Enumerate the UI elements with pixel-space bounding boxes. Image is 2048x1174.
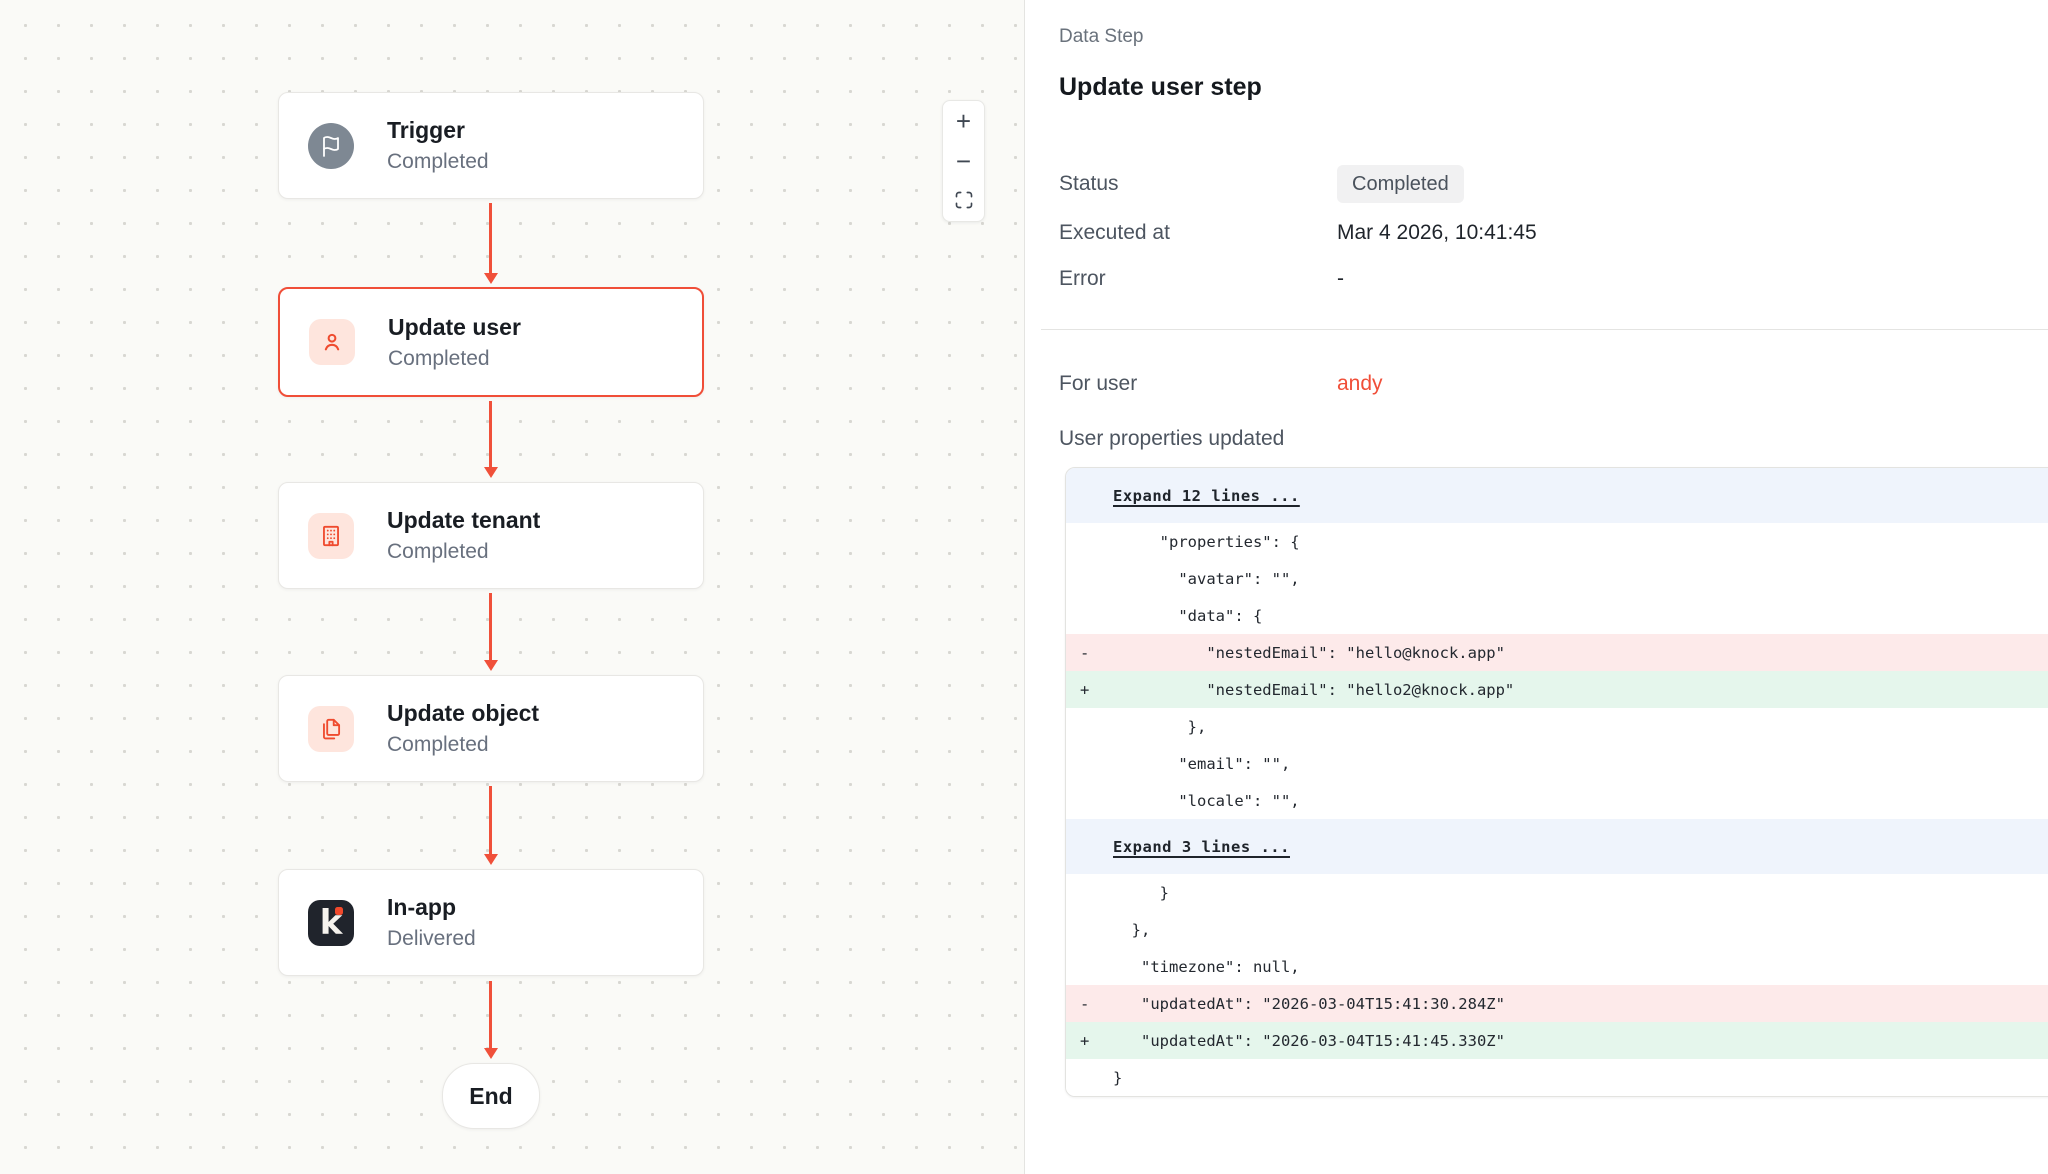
section-divider bbox=[1041, 329, 2048, 330]
diff-expand-link[interactable]: Expand 12 lines ... bbox=[1113, 486, 1300, 505]
step-fields: Status Completed Executed at Mar 4 2026,… bbox=[1059, 165, 2048, 293]
diff-row-ctx: } bbox=[1066, 1059, 2048, 1096]
status-row: Status Completed bbox=[1059, 165, 2048, 203]
error-label: Error bbox=[1059, 267, 1106, 290]
node-title: Update user bbox=[388, 313, 521, 340]
user-properties-diff: Expand 12 lines ... "properties": { "ava… bbox=[1065, 467, 2048, 1097]
workflow-edge-arrow bbox=[484, 981, 498, 1059]
fit-view-button[interactable] bbox=[943, 181, 984, 221]
status-badge: Completed bbox=[1337, 165, 1464, 203]
diff-code-line: "updatedAt": "2026-03-04T15:41:30.284Z" bbox=[1113, 994, 1505, 1013]
error-row: Error - bbox=[1059, 265, 2048, 293]
diff-code-line: }, bbox=[1113, 920, 1151, 939]
end-node-label: End bbox=[469, 1082, 513, 1109]
diff-row-ctx: "avatar": "", bbox=[1066, 560, 2048, 597]
copy-icon bbox=[308, 705, 354, 752]
node-status: Completed bbox=[387, 540, 489, 563]
diff-row-del: - "nestedEmail": "hello@knock.app" bbox=[1066, 634, 2048, 671]
error-value: - bbox=[1337, 267, 1344, 290]
node-title: In-app bbox=[387, 894, 456, 920]
diff-row-ctx: }, bbox=[1066, 911, 2048, 948]
diff-row-expand: Expand 12 lines ... bbox=[1066, 468, 2048, 523]
diff-expand-link[interactable]: Expand 3 lines ... bbox=[1113, 837, 1290, 856]
node-status: Completed bbox=[387, 150, 489, 173]
node-status: Completed bbox=[387, 733, 489, 756]
diff-code-line: "email": "", bbox=[1113, 754, 1291, 773]
zoom-out-button[interactable]: − bbox=[943, 141, 984, 181]
for-user-link[interactable]: andy bbox=[1337, 372, 1383, 395]
building-icon bbox=[308, 512, 354, 559]
flag-icon bbox=[308, 122, 354, 169]
workflow-edge-arrow bbox=[484, 401, 498, 478]
node-status: Completed bbox=[388, 346, 490, 370]
diff-row-add: + "updatedAt": "2026-03-04T15:41:45.330Z… bbox=[1066, 1022, 2048, 1059]
diff-code-line: "properties": { bbox=[1113, 532, 1300, 551]
diff-code-line: "avatar": "", bbox=[1113, 569, 1300, 588]
workflow-edge-arrow bbox=[484, 593, 498, 671]
diff-row-ctx: "properties": { bbox=[1066, 523, 2048, 560]
executed-at-label: Executed at bbox=[1059, 221, 1170, 244]
node-status: Delivered bbox=[387, 927, 476, 950]
step-detail-panel: Data Step Update user step Status Comple… bbox=[1025, 0, 2048, 1174]
diff-row-ctx: "locale": "", bbox=[1066, 782, 2048, 819]
fit-view-icon bbox=[954, 186, 974, 217]
node-title: Update tenant bbox=[387, 507, 541, 533]
diff-code-line: } bbox=[1113, 883, 1169, 902]
user-icon bbox=[309, 319, 355, 365]
node-title: Trigger bbox=[387, 117, 465, 143]
status-label: Status bbox=[1059, 172, 1119, 195]
diff-code-line: "nestedEmail": "hello@knock.app" bbox=[1113, 643, 1505, 662]
diff-gutter-sign: + bbox=[1080, 680, 1090, 699]
diff-code-line: "locale": "", bbox=[1113, 791, 1300, 810]
workflow-edge-arrow bbox=[484, 786, 498, 865]
step-title: Update user step bbox=[1059, 73, 1262, 101]
diff-code-line: } bbox=[1113, 1068, 1123, 1087]
knock-icon: k bbox=[308, 899, 354, 946]
zoom-in-button[interactable]: + bbox=[943, 101, 984, 141]
diff-code-line: }, bbox=[1113, 717, 1207, 736]
diff-code-line: "updatedAt": "2026-03-04T15:41:45.330Z" bbox=[1113, 1031, 1505, 1050]
workflow-edge-arrow bbox=[484, 203, 498, 284]
diff-gutter-sign: - bbox=[1080, 643, 1090, 662]
workflow-node-end[interactable]: End bbox=[442, 1063, 540, 1129]
for-user-row: For user andy bbox=[1059, 370, 2048, 398]
canvas-zoom-controls: + − bbox=[942, 100, 985, 222]
node-title: Update object bbox=[387, 700, 540, 726]
diff-code-line: "timezone": null, bbox=[1113, 957, 1300, 976]
diff-row-add: + "nestedEmail": "hello2@knock.app" bbox=[1066, 671, 2048, 708]
diff-section-title: User properties updated bbox=[1059, 427, 1285, 450]
for-user-label: For user bbox=[1059, 372, 1138, 395]
executed-at-row: Executed at Mar 4 2026, 10:41:45 bbox=[1059, 219, 2048, 247]
diff-row-del: - "updatedAt": "2026-03-04T15:41:30.284Z… bbox=[1066, 985, 2048, 1022]
diff-row-ctx: "timezone": null, bbox=[1066, 948, 2048, 985]
diff-row-ctx: "data": { bbox=[1066, 597, 2048, 634]
diff-row-ctx: }, bbox=[1066, 708, 2048, 745]
step-type-kicker: Data Step bbox=[1059, 26, 1144, 47]
diff-gutter-sign: - bbox=[1080, 994, 1090, 1013]
diff-row-ctx: "email": "", bbox=[1066, 745, 2048, 782]
executed-at-value: Mar 4 2026, 10:41:45 bbox=[1337, 221, 1537, 244]
diff-code-line: "data": { bbox=[1113, 606, 1263, 625]
knock-dot bbox=[335, 906, 343, 915]
diff-row-ctx: } bbox=[1066, 874, 2048, 911]
diff-gutter-sign: + bbox=[1080, 1031, 1090, 1050]
diff-code-line: "nestedEmail": "hello2@knock.app" bbox=[1113, 680, 1515, 699]
diff-row-expand: Expand 3 lines ... bbox=[1066, 819, 2048, 874]
